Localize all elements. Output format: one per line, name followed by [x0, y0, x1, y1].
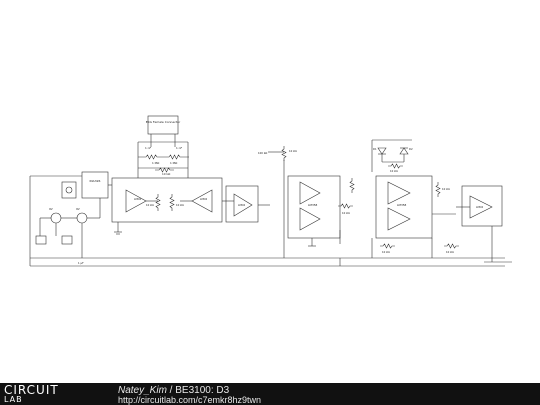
- led-d1[interactable]: [377, 147, 387, 155]
- led-d2[interactable]: [399, 147, 409, 155]
- meta-separator: /: [166, 385, 176, 396]
- lm358-1-opamp-a[interactable]: [299, 181, 321, 205]
- output-buffer-frame: [461, 185, 503, 227]
- resistor-top-1[interactable]: [138, 154, 165, 160]
- lm358-1-opamp-b[interactable]: [299, 207, 321, 231]
- circuitlab-logo[interactable]: CIRCUIT LAB: [4, 384, 90, 404]
- author-link[interactable]: Natey_Kim: [118, 385, 167, 396]
- resistor-r4[interactable]: [444, 243, 459, 249]
- led2-label: D2: [409, 147, 413, 151]
- lm358-2-label: LM358: [397, 203, 407, 207]
- resistor-bridge[interactable]: [155, 167, 174, 173]
- circuit-meta: Natey_Kim / BE3100: D3: [118, 385, 229, 396]
- res-top2-label: 1 MΩ: [170, 161, 178, 165]
- res-left1-label: 10 kΩ: [146, 203, 154, 207]
- logo-top-text: CIRCUIT: [4, 383, 59, 397]
- res-r3-label: 10 kΩ: [382, 250, 390, 254]
- res-top1-label: 1 MΩ: [152, 161, 160, 165]
- opamp-u1-label: LMC6: [134, 197, 141, 201]
- ina-label: INA326: [90, 179, 101, 183]
- res-bridge-label: 10 kΩ: [162, 172, 171, 176]
- res-r2-label: 10 kΩ: [442, 187, 450, 191]
- lm358-2-opamp-b[interactable]: [387, 207, 411, 231]
- ina-block[interactable]: [81, 171, 109, 199]
- src2-label: 9V: [76, 207, 80, 211]
- resistor-gain-1[interactable]: [155, 194, 161, 211]
- resistor-gain-2[interactable]: [169, 194, 175, 211]
- resistor-mid-3[interactable]: [338, 203, 353, 209]
- cap-a-label: 1 nF: [145, 146, 151, 150]
- lm358-2-opamp-a[interactable]: [387, 181, 411, 205]
- cap-b-label: 1 nF: [176, 146, 182, 150]
- resistor-r3[interactable]: [380, 243, 395, 249]
- schematic-canvas[interactable]: EKG Female Connector 1 nF 1 nF 1 MΩ 1 MΩ…: [0, 0, 540, 383]
- res-mid2-label: 10 kΩ: [289, 149, 297, 153]
- opamp-mid[interactable]: [233, 193, 253, 217]
- amp-stage-frame: [111, 177, 223, 223]
- resistor-r2[interactable]: [435, 182, 441, 197]
- opamp-u2[interactable]: [191, 189, 213, 213]
- resistor-mid-4[interactable]: [349, 178, 355, 193]
- ground-block-2: [61, 235, 73, 245]
- voltage-source-1[interactable]: [50, 212, 62, 224]
- res-r1-label: 10 kΩ: [390, 169, 398, 173]
- opamp-right-label: LMC6: [476, 205, 483, 209]
- res-r4-label: 10 kΩ: [446, 250, 454, 254]
- sensor-block[interactable]: [61, 181, 77, 199]
- footer-bar: CIRCUIT LAB Natey_Kim / BE3100: D3 http:…: [0, 383, 540, 405]
- opamp-u2-label: LMC6: [200, 197, 207, 201]
- lm358-1-label: LM358: [308, 203, 318, 207]
- ekg-connector[interactable]: [147, 115, 179, 135]
- lm358-stage-2: [375, 175, 433, 239]
- buffer-frame: [225, 185, 259, 223]
- resistor-top-2[interactable]: [165, 154, 189, 160]
- res-mid1-label: 100 kΩ: [258, 151, 267, 155]
- lm358-stage-1: [287, 175, 341, 239]
- resistor-r1[interactable]: [388, 163, 403, 169]
- cap-bot-label: 1 µF: [78, 261, 84, 265]
- led1-label: D1: [373, 147, 377, 151]
- opamp-u1[interactable]: [125, 189, 147, 213]
- opamp-mid-label: LMC6: [238, 203, 245, 207]
- sensor-node: [65, 186, 73, 194]
- circuit-title: BE3100: D3: [175, 385, 230, 396]
- ground-block-1: [35, 235, 47, 245]
- voltage-source-2[interactable]: [76, 212, 88, 224]
- resistor-mid-1[interactable]: [281, 146, 287, 161]
- res-left2-label: 10 kΩ: [176, 203, 184, 207]
- circuit-url[interactable]: http://circuitlab.com/c7emkr8hz9twn: [118, 395, 262, 405]
- src1-label: 9V: [49, 207, 53, 211]
- res-mid3-label: 10 kΩ: [342, 211, 350, 215]
- connector-label: EKG Female Connector: [146, 120, 181, 124]
- circuit-schematic: EKG Female Connector 1 nF 1 nF 1 MΩ 1 MΩ…: [29, 115, 512, 267]
- logo-bottom-text: LAB: [4, 395, 23, 404]
